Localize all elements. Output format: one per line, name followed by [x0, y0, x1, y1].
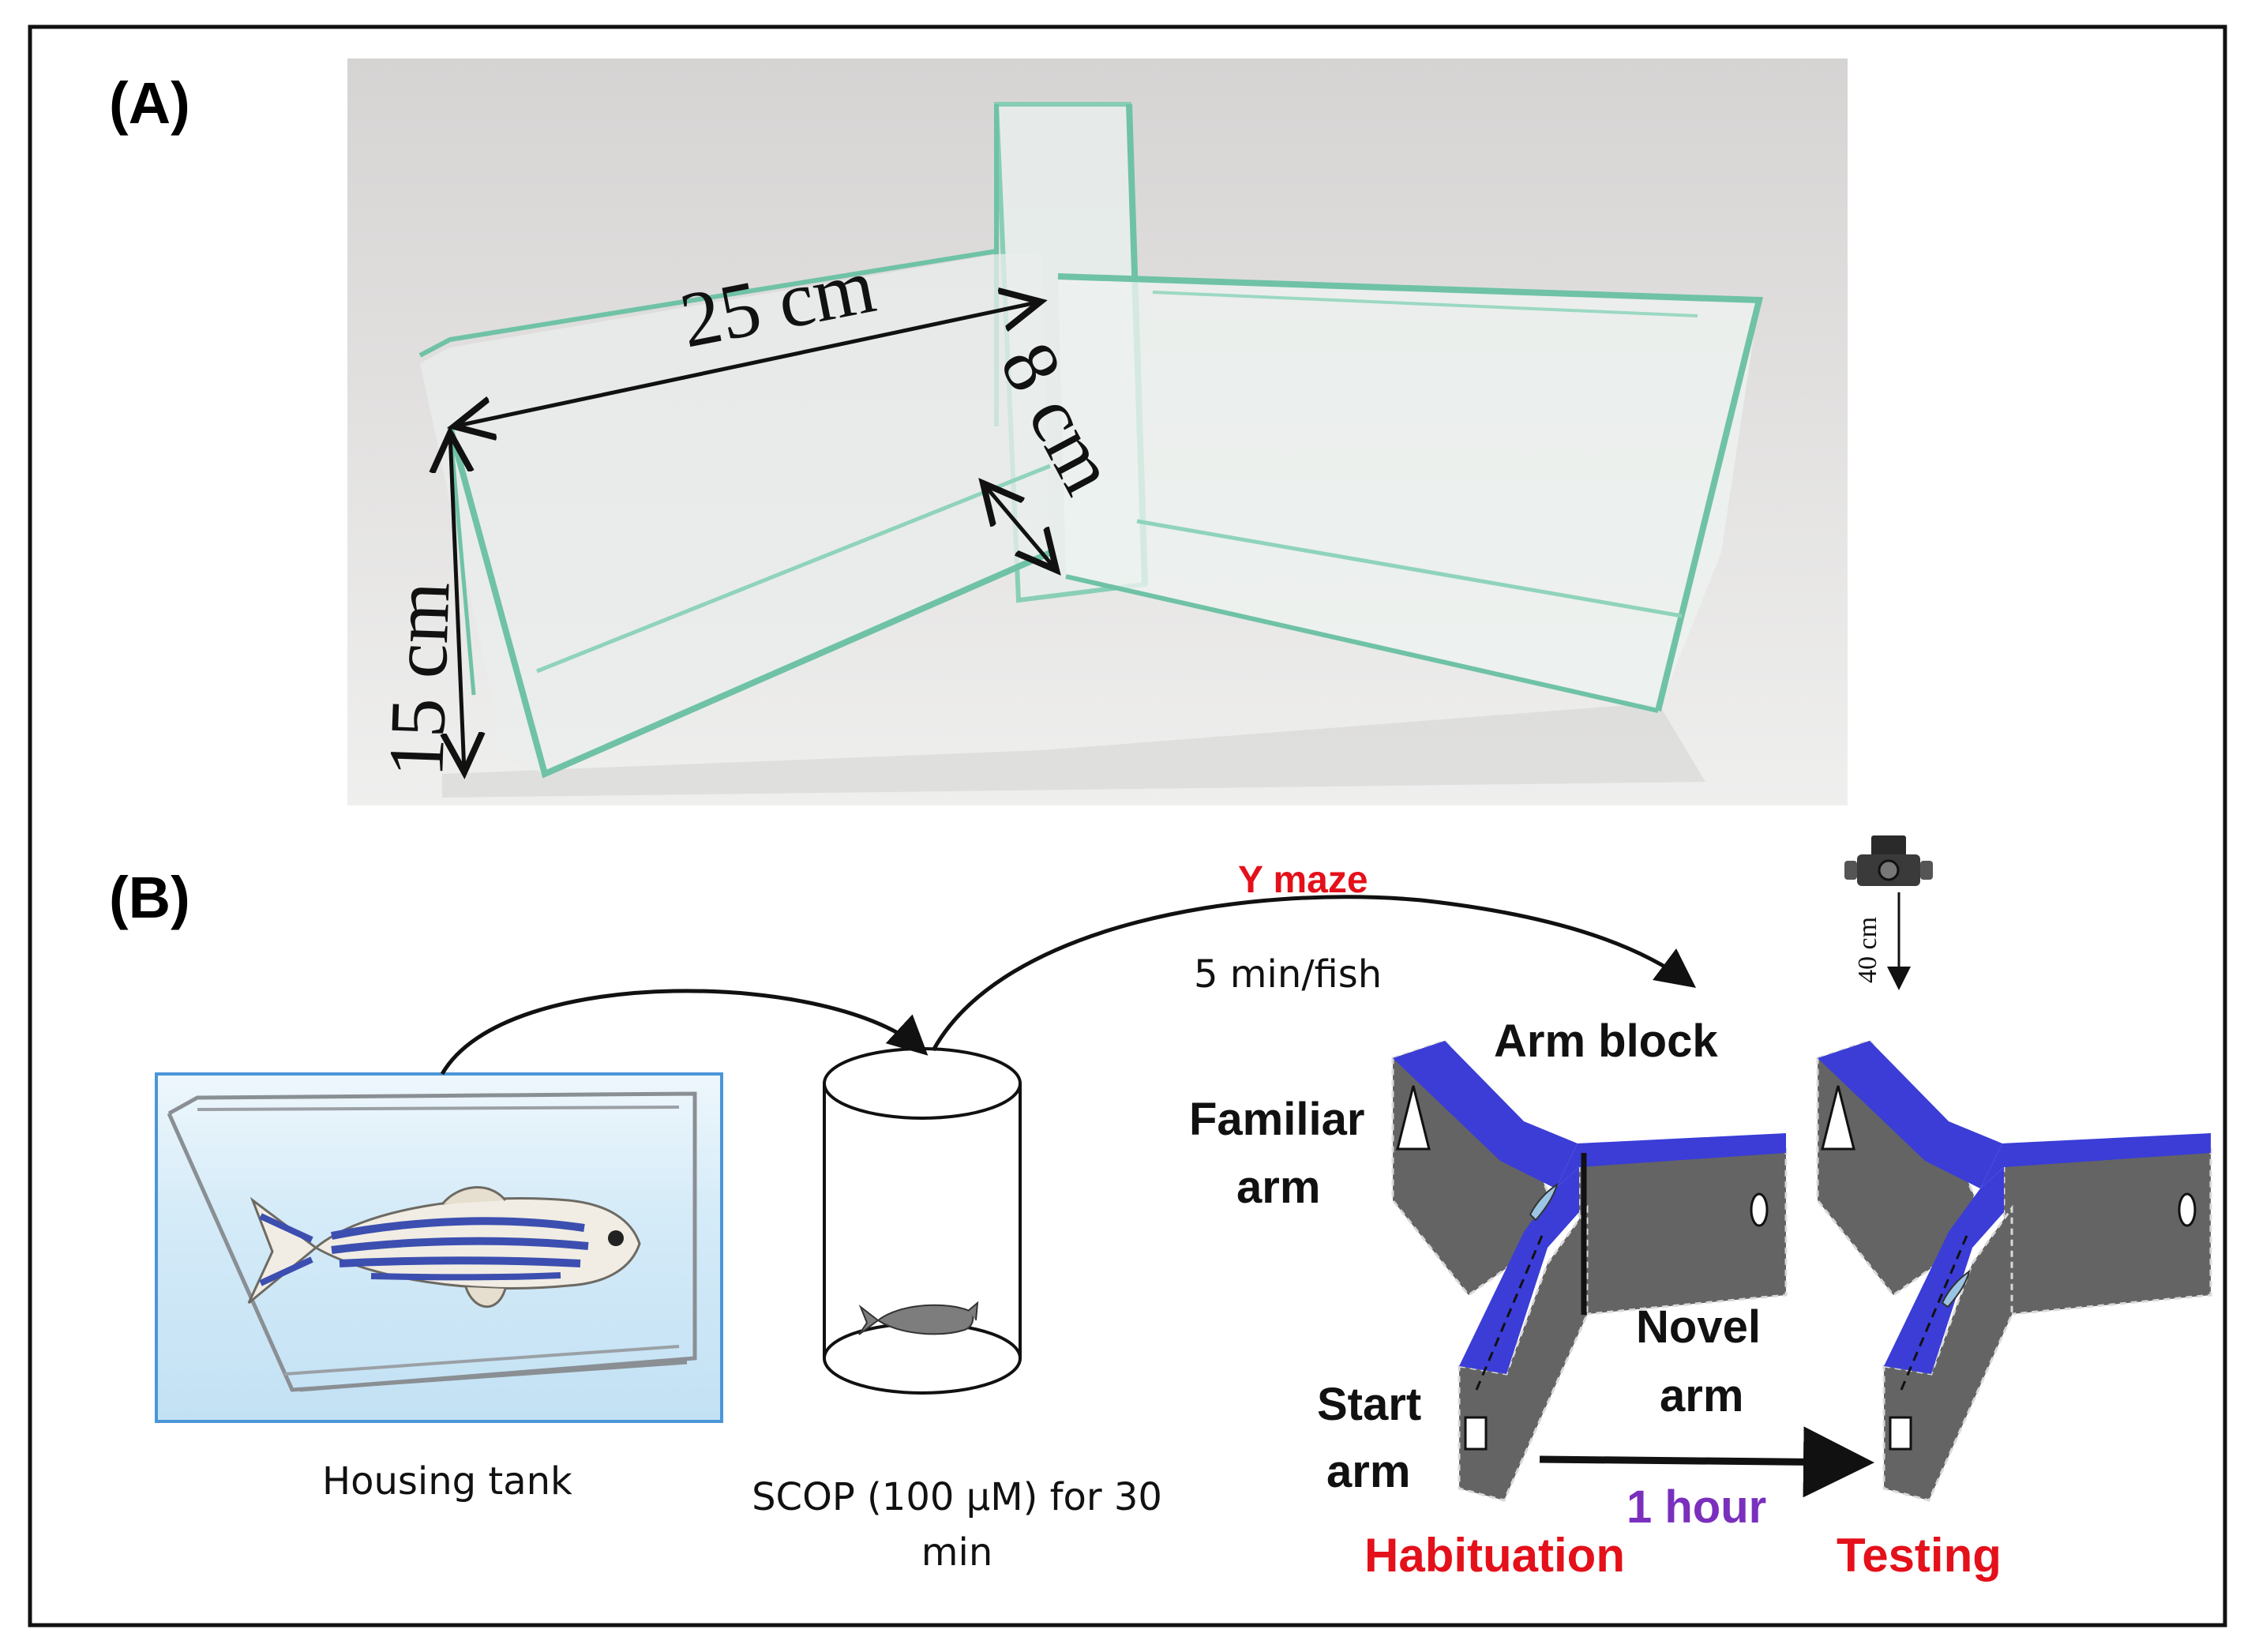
start-arm-dashed-line — [1475, 1231, 1545, 1391]
y-maze-testing — [1816, 1039, 2212, 1502]
novel-arm-label-1: Novel — [1636, 1301, 1761, 1353]
floor-shadow — [442, 703, 1705, 798]
testing-novel-arm-wall — [2002, 1143, 2212, 1316]
testing-familiar-arm-cue-triangle — [1821, 1085, 1855, 1151]
testing-start-arm-cue-square — [1889, 1416, 1912, 1451]
familiar-arm-label-2: arm — [1236, 1162, 1320, 1213]
length-arrow — [454, 302, 1041, 426]
interval-label: 1 hour — [1627, 1481, 1766, 1533]
duration-label: 5 min/fish — [1194, 952, 1382, 997]
novel-arm-cue-circle — [1750, 1192, 1769, 1227]
interval-arrow — [1539, 1426, 1874, 1498]
start-arm-label-1: Start — [1317, 1379, 1421, 1430]
arm-block-label: Arm block — [1494, 1016, 1718, 1067]
familiar-arm-top — [1393, 1041, 1578, 1188]
testing-novel-arm-top — [1980, 1133, 2211, 1188]
right-arm-top-edge — [1057, 273, 1764, 711]
panel-b-label: (B) — [109, 865, 190, 930]
camera-distance-label: 40 cm — [1853, 917, 1882, 983]
depth-label: 15 cm — [372, 580, 467, 779]
testing-start-arm-dashed-line — [1900, 1231, 1970, 1391]
familiar-arm-label-1: Familiar — [1189, 1094, 1364, 1145]
transfer-arrow-2 — [931, 895, 1697, 1052]
treated-fish-icon — [858, 1301, 979, 1335]
start-arm-label-2: arm — [1326, 1446, 1410, 1497]
zebrafish-icon — [247, 1186, 641, 1308]
testing-label: Testing — [1837, 1529, 2002, 1582]
housing-tank-label: Housing tank — [322, 1459, 572, 1504]
transfer-arrow-1 — [440, 989, 929, 1076]
tank-outline-bottom — [283, 1345, 680, 1376]
tank-outline-front — [167, 1112, 688, 1392]
start-arm-top — [1459, 1167, 1579, 1374]
maze-fish-icon — [1529, 1182, 1559, 1222]
beaker-top — [823, 1047, 1022, 1120]
maze-name-label: Y maze — [1238, 859, 1368, 901]
tank-photo: 25 cm 15 cm 8 cm — [347, 58, 1848, 805]
right-arm-glass — [1058, 276, 1759, 711]
right-arm-floor-edge — [1136, 519, 1683, 618]
y-maze-habituation — [1391, 1039, 1788, 1502]
tank-outline-top — [197, 1106, 680, 1111]
testing-novel-arm-cue-circle — [2178, 1192, 2197, 1227]
testing-familiar-arm-top — [1818, 1041, 2002, 1188]
right-arm-inner-edge — [1152, 291, 1698, 317]
treatment-label-line1: SCOP (100 µM) for 30 — [752, 1475, 1162, 1519]
left-arm-floor-edge — [536, 464, 1051, 674]
testing-maze-fish-icon — [1941, 1269, 1971, 1308]
familiar-arm-cue-triangle — [1396, 1085, 1431, 1151]
start-arm-cue-square — [1464, 1416, 1488, 1451]
testing-start-arm-wall — [1882, 1204, 2013, 1502]
novel-arm-label-2: arm — [1660, 1370, 1743, 1421]
treatment-label-line2: min — [921, 1530, 993, 1575]
width-arrow — [983, 483, 1056, 570]
camera-icon — [1844, 835, 1933, 886]
depth-arrow — [450, 433, 464, 772]
start-arm-wall — [1458, 1204, 1589, 1502]
scop-beaker — [823, 1047, 1022, 1395]
novel-arm-top — [1555, 1133, 1786, 1188]
right-arm-bottom-edge — [1065, 574, 1659, 713]
testing-start-arm-top — [1884, 1167, 2004, 1374]
panel-a-label: (A) — [109, 70, 190, 136]
habituation-label: Habituation — [1364, 1529, 1625, 1582]
housing-tank — [155, 1072, 723, 1423]
tank-outline-back — [167, 1091, 697, 1392]
novel-arm-wall — [1578, 1143, 1788, 1316]
